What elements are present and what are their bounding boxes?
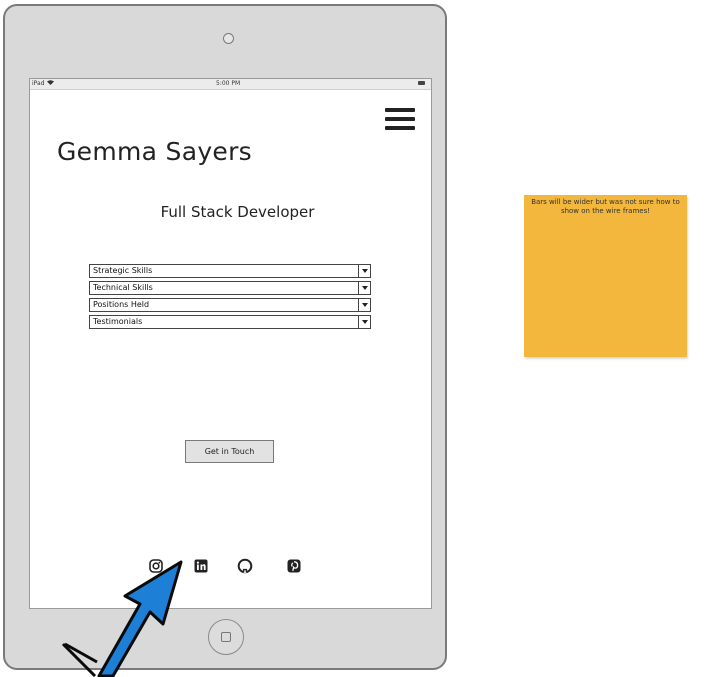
chevron-down-icon[interactable]: [358, 265, 370, 277]
dropdown-label: Strategic Skills: [93, 266, 153, 275]
device-screen: iPad 5:00 PM Gemma Sayers Full Stack Dev…: [29, 78, 432, 609]
battery-icon: [418, 81, 425, 85]
dropdown-label: Positions Held: [93, 300, 150, 309]
dropdown-testimonials[interactable]: Testimonials: [89, 315, 371, 329]
page-title: Gemma Sayers: [57, 137, 252, 166]
dropdown-strategic-skills[interactable]: Strategic Skills: [89, 264, 371, 278]
chevron-down-icon[interactable]: [358, 282, 370, 294]
pointer-arrow-icon: [61, 560, 183, 677]
dropdown-label: Technical Skills: [93, 283, 153, 292]
chevron-down-icon[interactable]: [358, 299, 370, 311]
page-subtitle: Full Stack Developer: [160, 203, 315, 221]
get-in-touch-button[interactable]: Get in Touch: [185, 440, 274, 463]
instagram-icon[interactable]: [148, 558, 164, 574]
hamburger-menu-icon[interactable]: [385, 108, 415, 130]
sticky-note-text: Bars will be wider but was not sure how …: [531, 198, 680, 215]
wifi-icon: [47, 80, 54, 87]
chevron-down-icon[interactable]: [358, 316, 370, 328]
github-icon[interactable]: [237, 558, 253, 574]
pinterest-icon[interactable]: [286, 558, 302, 574]
status-time: 5:00 PM: [216, 80, 241, 87]
home-button[interactable]: [208, 619, 244, 655]
dropdown-label: Testimonials: [93, 317, 143, 326]
dropdown-technical-skills[interactable]: Technical Skills: [89, 281, 371, 295]
ipad-frame: iPad 5:00 PM Gemma Sayers Full Stack Dev…: [3, 4, 447, 670]
dropdown-positions-held[interactable]: Positions Held: [89, 298, 371, 312]
status-device-label: iPad: [32, 80, 45, 87]
status-bar: iPad 5:00 PM: [30, 79, 431, 90]
section-dropdowns: Strategic Skills Technical Skills Positi…: [89, 264, 371, 332]
social-links: [30, 558, 431, 576]
sticky-note: Bars will be wider but was not sure how …: [524, 195, 687, 357]
linkedin-icon[interactable]: [193, 558, 209, 574]
camera-dot: [223, 33, 234, 44]
